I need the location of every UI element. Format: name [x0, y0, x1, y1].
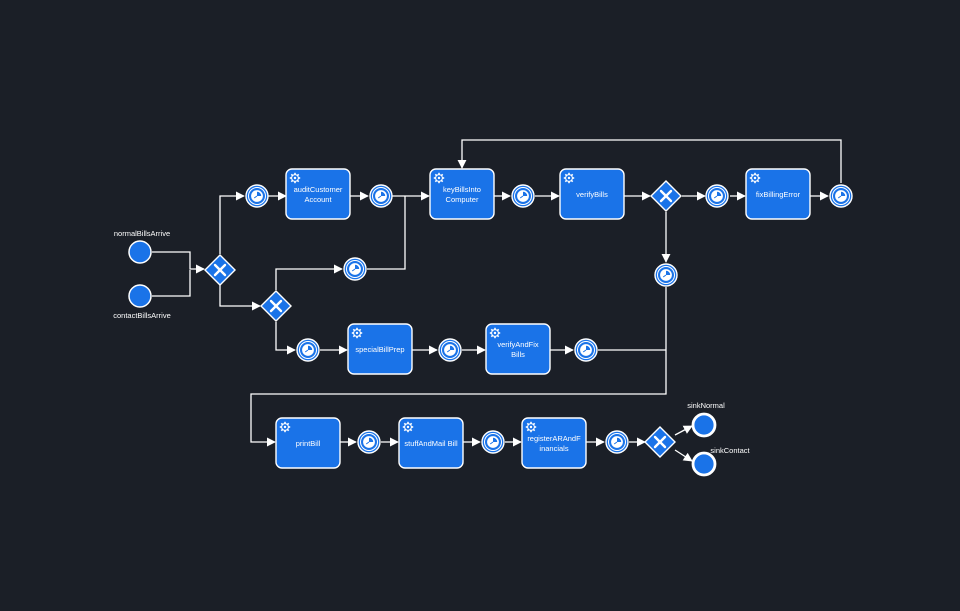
gear-icon — [563, 172, 575, 184]
end-event-sinkContact[interactable]: sinkContact — [691, 446, 751, 477]
task-label: keyBillsInto — [443, 185, 481, 194]
timer-event-t3[interactable] — [511, 184, 535, 208]
gear-icon — [749, 172, 761, 184]
timer-event-t12[interactable] — [481, 430, 505, 454]
gateways-layer — [204, 180, 682, 458]
clock-icon — [251, 190, 263, 202]
end-event-sinkNormal[interactable]: sinkNormal — [687, 401, 725, 438]
task-label: Bills — [511, 350, 525, 359]
timer-event-t11[interactable] — [357, 430, 381, 454]
edge-gw4-sinkNormal — [674, 425, 693, 436]
clock-icon — [487, 436, 499, 448]
timer-event-t7[interactable] — [296, 338, 320, 362]
timer-event-t9[interactable] — [654, 263, 678, 287]
start-event-label: normalBillsArrive — [114, 229, 170, 238]
task-label: registerARAndF — [527, 434, 581, 443]
edge-gw1-gw2 — [219, 285, 261, 311]
gateway-gw4[interactable] — [644, 426, 676, 458]
x-icon — [213, 263, 227, 277]
timer-event-t13[interactable] — [605, 430, 629, 454]
task-label: verifyAndFix — [497, 340, 539, 349]
task-label: verifyBills — [576, 190, 608, 199]
task-label: Account — [304, 195, 332, 204]
timer-event-t8[interactable] — [438, 338, 462, 362]
clock-icon — [611, 436, 623, 448]
timer-event-t2[interactable] — [369, 184, 393, 208]
gear-icon — [433, 172, 445, 184]
x-icon — [269, 299, 283, 313]
task-label: specialBillPrep — [355, 345, 404, 354]
timer-events-layer — [245, 184, 853, 454]
timer-event-t6[interactable] — [343, 257, 367, 281]
x-icon — [653, 435, 667, 449]
timer-event-t5[interactable] — [829, 184, 853, 208]
task-stuffAndMailBill[interactable]: stuffAndMail Bill — [398, 417, 464, 469]
task-label: fixBillingError — [756, 190, 801, 199]
task-verifyBills[interactable]: verifyBills — [559, 168, 625, 220]
gear-icon — [279, 421, 291, 433]
clock-icon — [517, 190, 529, 202]
edge-t9-printBill — [250, 287, 667, 447]
edge-t6-keyBills — [367, 196, 406, 270]
task-label: stuffAndMail Bill — [404, 439, 458, 448]
clock-icon — [363, 436, 375, 448]
timer-event-t1[interactable] — [245, 184, 269, 208]
task-label: printBill — [296, 439, 321, 448]
task-label: inancials — [539, 444, 568, 453]
gear-icon — [525, 421, 537, 433]
gateway-gw3[interactable] — [650, 180, 682, 212]
task-label: auditCustomer — [294, 185, 343, 194]
edge-gw2-t7 — [275, 322, 296, 355]
gear-icon — [289, 172, 301, 184]
clock-icon — [835, 190, 847, 202]
edge-normalBillsArrive-gw1 — [152, 251, 205, 274]
task-specialBillPrep[interactable]: specialBillPrep — [347, 323, 413, 375]
start-event-label: contactBillsArrive — [113, 311, 171, 320]
end-event-label: sinkNormal — [687, 401, 725, 410]
edge-contactBillsArrive-gw1 — [152, 270, 191, 297]
gateway-gw1[interactable] — [204, 254, 236, 286]
gear-icon — [402, 421, 414, 433]
task-label: Computer — [446, 195, 479, 204]
edge-gw4-sinkContact — [674, 449, 693, 462]
edge-layer — [152, 139, 842, 462]
task-printBill[interactable]: printBill — [275, 417, 341, 469]
timer-event-t4[interactable] — [705, 184, 729, 208]
clock-icon — [444, 344, 456, 356]
gear-icon — [489, 327, 501, 339]
gateway-gw2[interactable] — [260, 290, 292, 322]
clock-icon — [349, 263, 361, 275]
start-event-normalBillsArrive[interactable]: normalBillsArrive — [114, 229, 170, 264]
clock-icon — [580, 344, 592, 356]
x-icon — [659, 189, 673, 203]
clock-icon — [660, 269, 672, 281]
edge-gw2-t6 — [275, 264, 343, 290]
task-fixBillingError[interactable]: fixBillingError — [745, 168, 811, 220]
clock-icon — [375, 190, 387, 202]
edge-gw1-t1 — [219, 191, 245, 254]
clock-icon — [711, 190, 723, 202]
clock-icon — [302, 344, 314, 356]
end-event-label: sinkContact — [710, 446, 750, 455]
timer-event-t10[interactable] — [574, 338, 598, 362]
start-event-contactBillsArrive[interactable]: contactBillsArrive — [113, 284, 171, 320]
edge-t5-keyBills-loop — [457, 139, 842, 183]
gear-icon — [351, 327, 363, 339]
